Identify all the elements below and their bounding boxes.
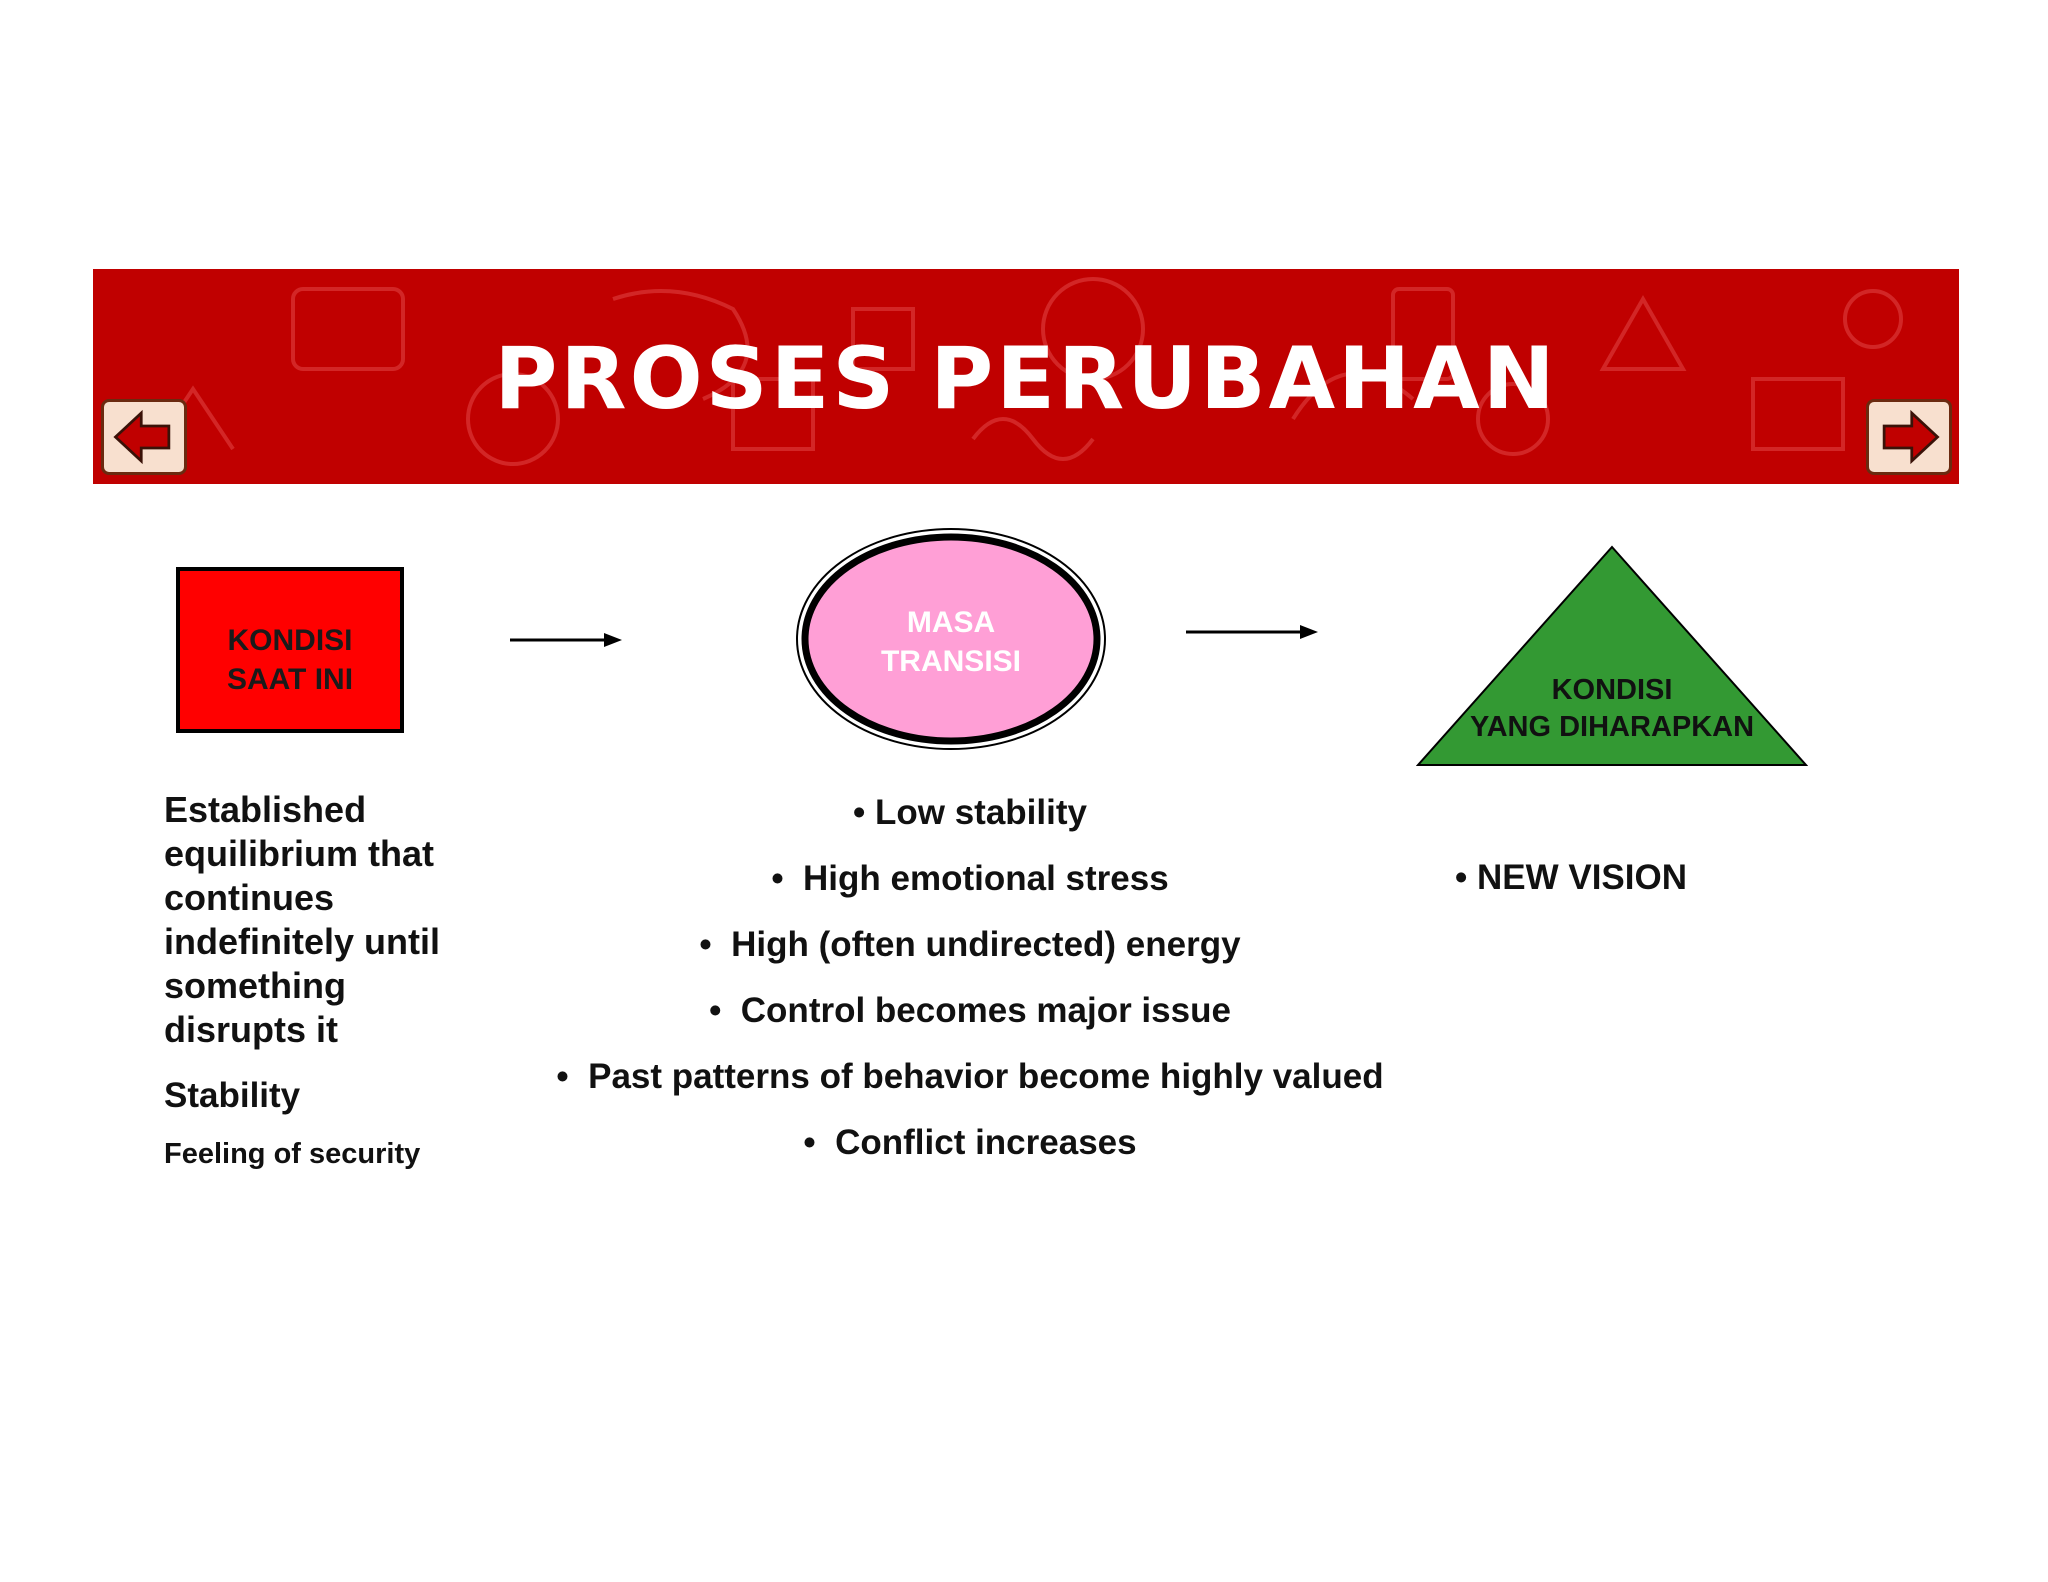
list-item: • Low stability xyxy=(853,793,1087,832)
arrow-to-transition xyxy=(510,633,622,647)
previous-slide-button[interactable] xyxy=(101,399,187,475)
page-title: PROSES PERUBAHAN xyxy=(494,329,1558,429)
desired-bullet-list: • NEW VISION xyxy=(1455,853,1687,903)
stability-text: Stability xyxy=(164,1076,301,1115)
transition-label: MASA TRANSISI xyxy=(880,606,1021,678)
equilibrium-description: Established equilibrium that continues i… xyxy=(164,789,440,1050)
transition-bullet-list: • Low stability • High emotional stress … xyxy=(490,788,1450,1184)
list-item: • Control becomes major issue xyxy=(709,991,1231,1030)
list-item: • Past patterns of behavior become highl… xyxy=(556,1057,1384,1096)
desired-condition-label: KONDISI YANG DIHARAPKAN xyxy=(1469,674,1755,744)
current-condition-label: KONDISI SAAT INI xyxy=(226,624,354,696)
header-banner: PROSES PERUBAHAN xyxy=(93,269,1959,484)
arrow-to-desired xyxy=(1186,625,1318,639)
list-item: • Conflict increases xyxy=(803,1123,1137,1162)
arrow-left-icon xyxy=(113,409,171,465)
arrow-right-icon xyxy=(1882,409,1940,465)
next-slide-button[interactable] xyxy=(1866,399,1952,475)
current-condition-box: KONDISI SAAT INI xyxy=(176,567,404,733)
list-item: • High emotional stress xyxy=(771,859,1169,898)
list-item: • High (often undirected) energy xyxy=(699,925,1241,964)
transition-ellipse: MASA TRANSISI xyxy=(795,527,1107,751)
desired-condition-triangle: KONDISI YANG DIHARAPKAN xyxy=(1416,545,1808,767)
list-item: • NEW VISION xyxy=(1455,858,1688,897)
security-text: Feeling of security xyxy=(164,1138,421,1170)
current-condition-details: Established equilibrium that continues i… xyxy=(164,788,494,1171)
